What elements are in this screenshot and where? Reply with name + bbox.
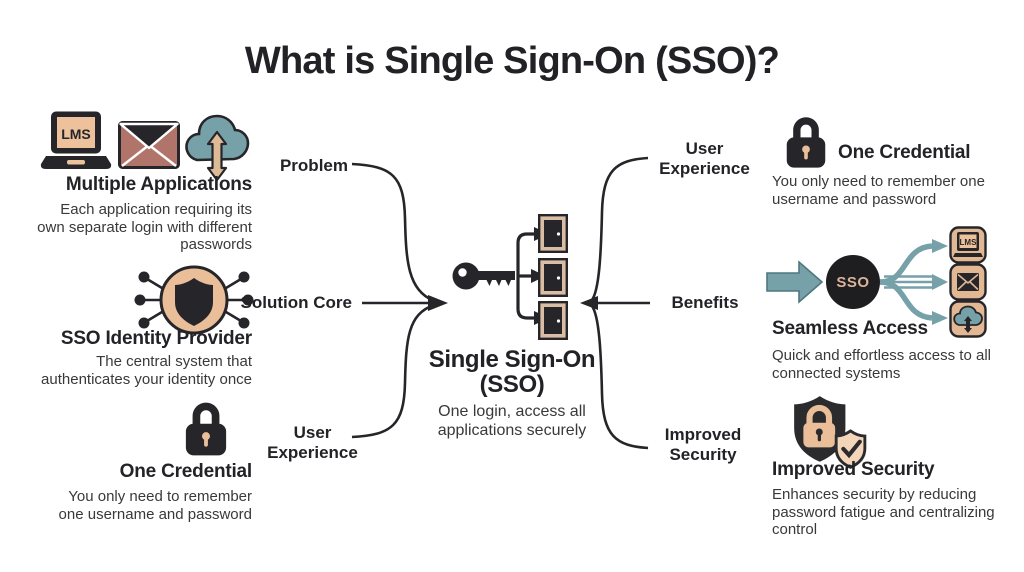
cloud-sync-icon — [185, 114, 250, 182]
lms-laptop-icon: LMS — [40, 111, 112, 169]
branch-label-user-experience-right: User Experience — [659, 139, 750, 178]
branch-label-benefits: Benefits — [671, 293, 739, 312]
lms-label: LMS — [61, 126, 91, 142]
section-heading-seamless-access: Seamless Access — [772, 318, 928, 339]
section-heading-multiple-applications: Multiple Applications — [65, 174, 252, 195]
branch-label-improved-security: Improved Security — [664, 425, 742, 464]
padlock-icon — [185, 402, 227, 456]
fan-arrows-icon — [879, 239, 948, 325]
section-body-multiple-applications: Each application requiring its own separ… — [37, 201, 252, 254]
envelope-icon — [118, 121, 180, 169]
branch-label-user-experience-left: User Experience — [267, 423, 358, 462]
section-body-seamless-access: Quick and effortless access to all conne… — [772, 347, 991, 382]
door-icon — [538, 258, 568, 297]
sso-circle-badge: SSO — [826, 255, 880, 309]
core-heading: Single Sign-On (SSO) — [428, 346, 596, 399]
lms-label: LMS — [960, 238, 978, 247]
door-icon — [538, 301, 568, 340]
lms-app-icon: LMS — [949, 226, 987, 264]
shield-lock-check-icon — [794, 396, 867, 469]
key-icon — [452, 262, 515, 290]
core-subtitle: One login, access all applications secur… — [437, 403, 587, 440]
cloud-app-icon — [949, 300, 987, 338]
branch-label-problem: Problem — [279, 156, 348, 175]
door-icon — [538, 214, 568, 253]
section-body-sso-identity-provider: The central system that authenticates yo… — [41, 353, 252, 388]
mail-app-icon — [949, 263, 987, 301]
section-heading-improved-security: Improved Security — [772, 459, 935, 480]
section-body-one-credential-right: You only need to remember one username a… — [772, 173, 985, 208]
big-arrow-icon — [766, 260, 824, 304]
section-body-one-credential-left: You only need to remember one username a… — [58, 488, 252, 523]
section-heading-one-credential-right: One Credential — [838, 142, 971, 163]
page-title: What is Single Sign-On (SSO)? — [244, 40, 780, 82]
padlock-icon — [786, 117, 826, 168]
network-shield-icon — [134, 265, 254, 335]
branch-label-solution-core: Solution Core — [240, 293, 352, 312]
section-heading-one-credential-left: One Credential — [119, 461, 253, 482]
section-heading-sso-identity-provider: SSO Identity Provider — [60, 328, 252, 349]
section-body-improved-security: Enhances security by reducing password f… — [772, 486, 995, 539]
